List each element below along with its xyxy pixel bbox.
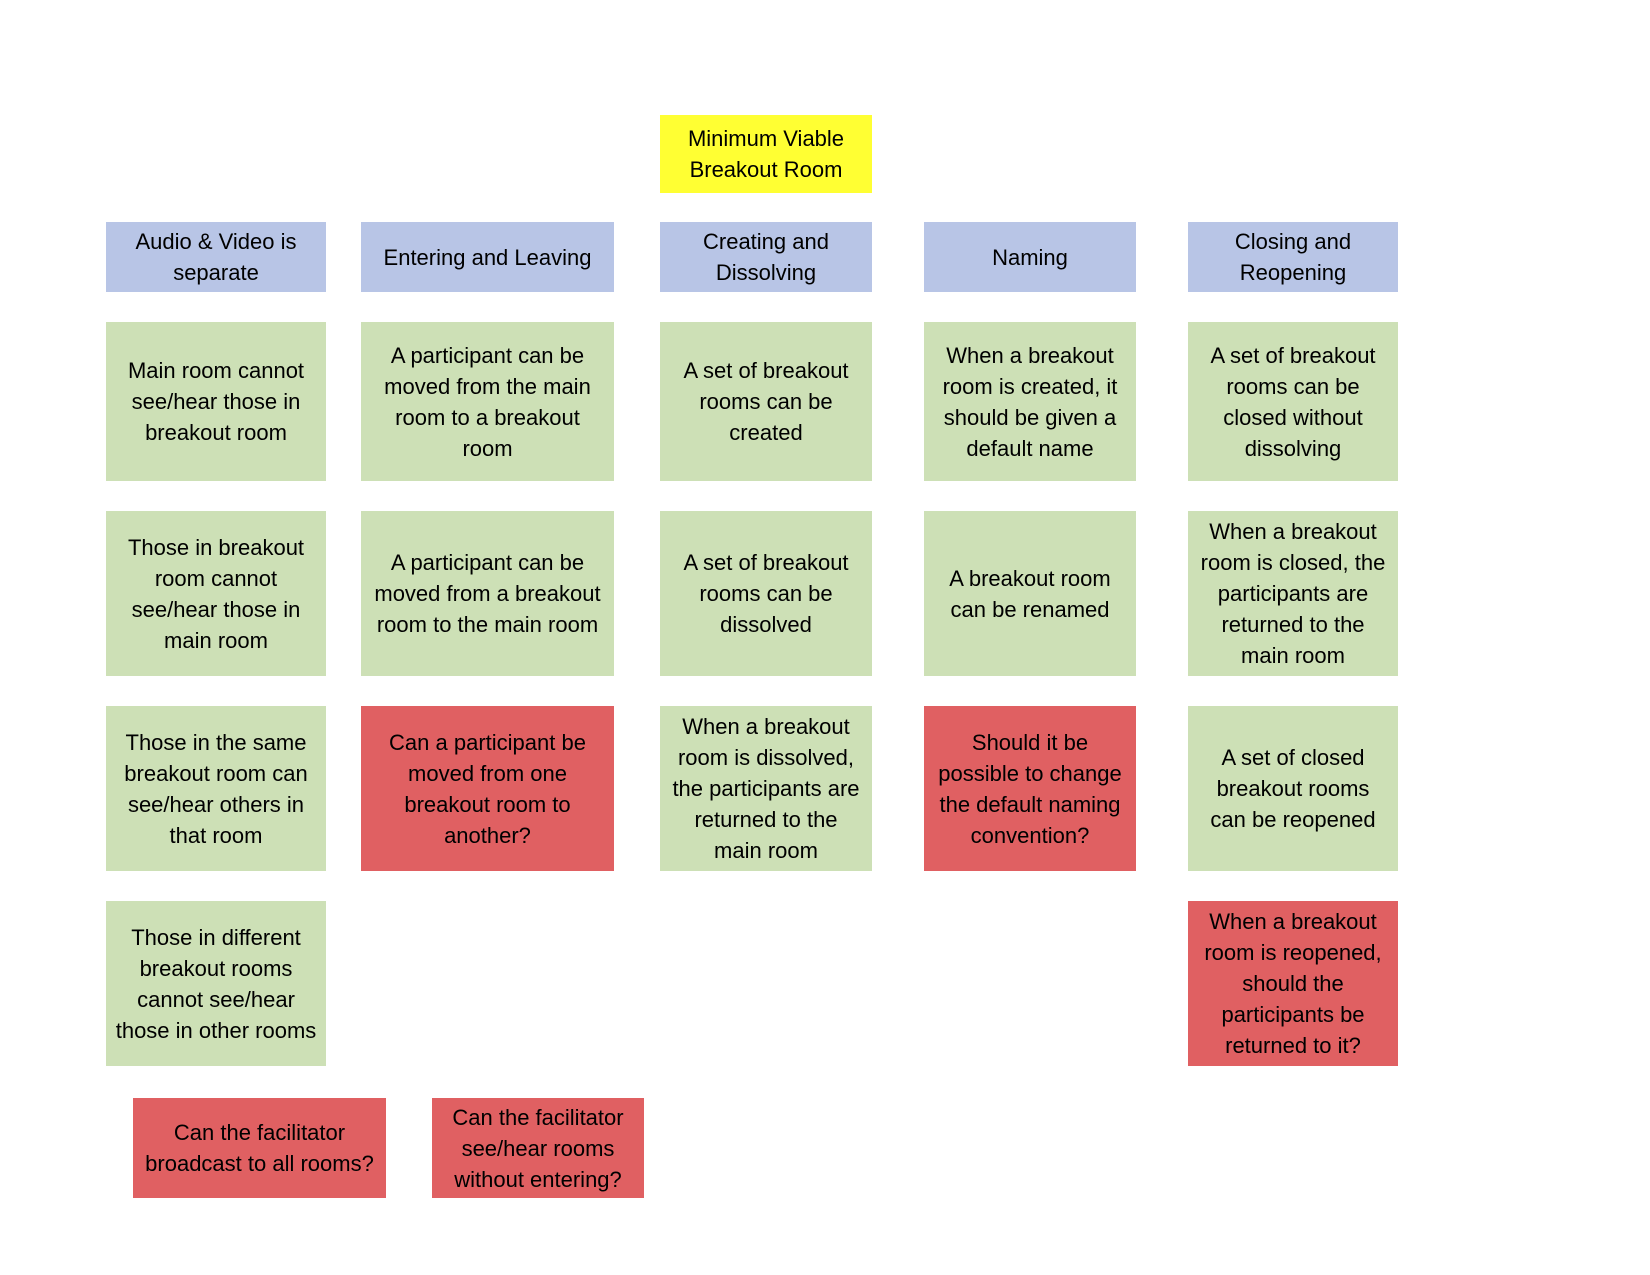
note-entering-leaving-1: A participant can be moved from the main…	[361, 322, 614, 481]
question-closing-reopening: When a breakout room is reopened, should…	[1188, 901, 1398, 1066]
header-audio-video: Audio & Video is separate	[106, 222, 326, 292]
note-entering-leaving-2: A participant can be moved from a breako…	[361, 511, 614, 676]
note-audio-video-3: Those in the same breakout room can see/…	[106, 706, 326, 871]
header-entering-leaving: Entering and Leaving	[361, 222, 614, 292]
header-creating-dissolving: Creating and Dissolving	[660, 222, 872, 292]
header-closing-reopening: Closing and Reopening	[1188, 222, 1398, 292]
question-naming: Should it be possible to change the defa…	[924, 706, 1136, 871]
note-audio-video-2: Those in breakout room cannot see/hear t…	[106, 511, 326, 676]
question-facilitator-broadcast: Can the facilitator broadcast to all roo…	[133, 1098, 386, 1198]
note-audio-video-4: Those in different breakout rooms cannot…	[106, 901, 326, 1066]
note-audio-video-1: Main room cannot see/hear those in break…	[106, 322, 326, 481]
question-entering-leaving: Can a participant be moved from one brea…	[361, 706, 614, 871]
note-creating-dissolving-3: When a breakout room is dissolved, the p…	[660, 706, 872, 871]
question-facilitator-observe: Can the facilitator see/hear rooms witho…	[432, 1098, 644, 1198]
header-naming: Naming	[924, 222, 1136, 292]
note-closing-reopening-3: A set of closed breakout rooms can be re…	[1188, 706, 1398, 871]
note-closing-reopening-1: A set of breakout rooms can be closed wi…	[1188, 322, 1398, 481]
note-naming-1: When a breakout room is created, it shou…	[924, 322, 1136, 481]
note-creating-dissolving-2: A set of breakout rooms can be dissolved	[660, 511, 872, 676]
title-note: Minimum Viable Breakout Room	[660, 115, 872, 193]
note-closing-reopening-2: When a breakout room is closed, the part…	[1188, 511, 1398, 676]
note-naming-2: A breakout room can be renamed	[924, 511, 1136, 676]
note-creating-dissolving-1: A set of breakout rooms can be created	[660, 322, 872, 481]
